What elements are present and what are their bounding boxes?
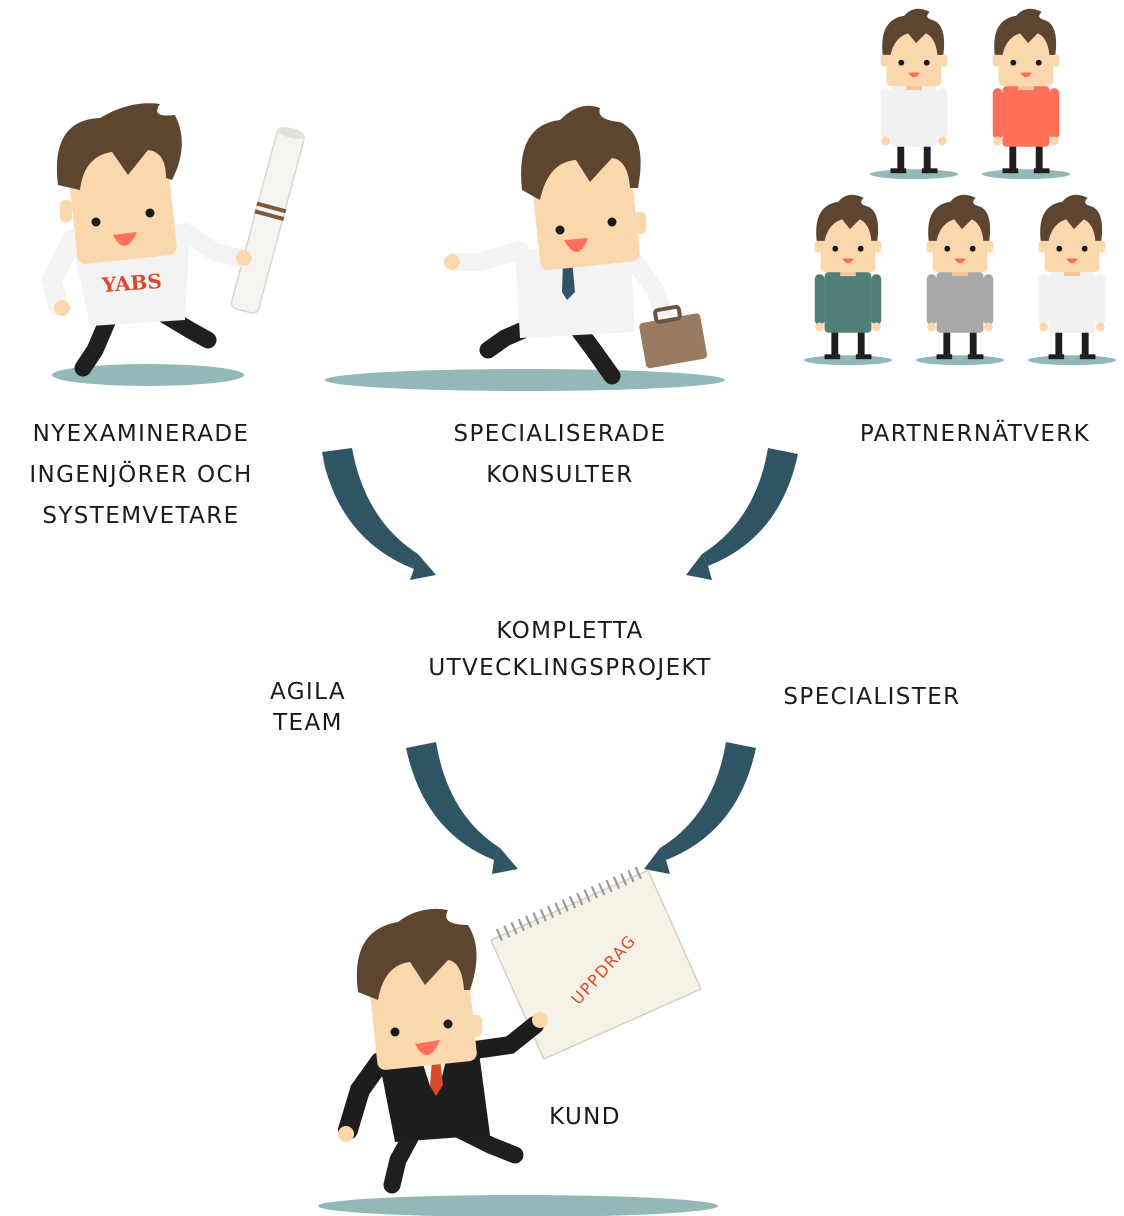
- arrow-specialists-to-customer: [644, 742, 756, 874]
- label-projects-line: UTVECKLINGSPROJEKT: [428, 655, 712, 681]
- label-partners: PARTNERNÄTVERK: [840, 414, 1110, 455]
- label-graduates-line: SYSTEMVETARE: [42, 503, 240, 529]
- label-graduates-line: NYEXAMINERADE: [32, 421, 250, 447]
- arrow-agile-to-customer: [406, 742, 518, 874]
- label-customer-line: KUND: [549, 1104, 621, 1130]
- label-consultants: SPECIALISERADE KONSULTER: [420, 414, 700, 496]
- label-consultants-line: SPECIALISERADE: [453, 421, 667, 447]
- customer-figure: [338, 866, 702, 1194]
- arrow-partners-to-projects: [686, 448, 798, 580]
- arrow-graduates-to-projects: [322, 448, 436, 580]
- shadow-graduate: [52, 364, 244, 386]
- label-graduates: NYEXAMINERADE INGENJÖRER OCH SYSTEMVETAR…: [8, 414, 274, 537]
- label-agile-team: AGILA TEAM: [248, 677, 368, 739]
- label-specialists-line: SPECIALISTER: [783, 684, 961, 710]
- shirt-logo: YABS: [100, 269, 162, 297]
- consultant-figure: [444, 105, 708, 385]
- partner-network-figures: [804, 8, 1116, 366]
- label-agile-team-line: AGILA: [269, 679, 346, 705]
- label-projects: KOMPLETTA UTVECKLINGSPROJEKT: [400, 613, 740, 687]
- shadow-consultant: [325, 369, 725, 391]
- label-customer: KUND: [530, 1097, 640, 1138]
- label-consultants-line: KONSULTER: [486, 462, 634, 488]
- graduate-figure: [41, 103, 305, 377]
- label-projects-line: KOMPLETTA: [496, 618, 644, 644]
- label-partners-line: PARTNERNÄTVERK: [859, 421, 1091, 447]
- shadow-customer: [318, 1195, 718, 1216]
- label-graduates-line: INGENJÖRER OCH: [29, 462, 253, 488]
- label-agile-team-line: TEAM: [273, 710, 343, 736]
- label-specialists: SPECIALISTER: [772, 677, 972, 718]
